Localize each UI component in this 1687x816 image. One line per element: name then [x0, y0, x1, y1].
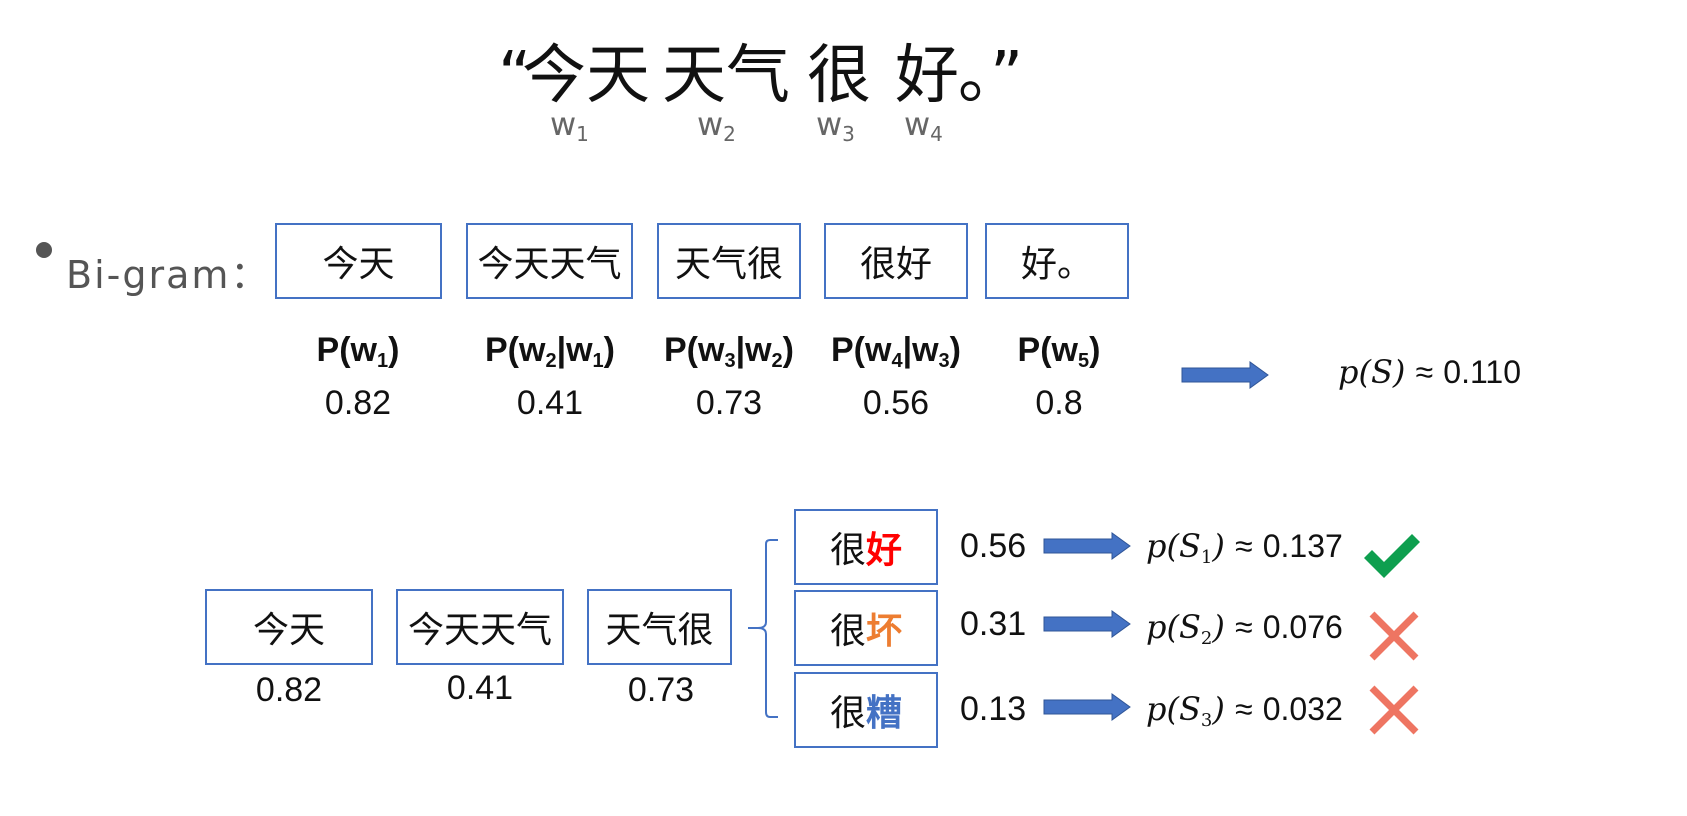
arrow-right-icon — [1181, 361, 1269, 389]
chain-box-3: 天气很 — [587, 589, 732, 665]
candidate-prob-1: 0.56 — [960, 527, 1027, 565]
candidate-box-2: 很坏 — [794, 590, 938, 666]
bigram-result: p(S) ≈ 0.110 — [1338, 353, 1521, 391]
bigram-box-5: 好。 — [985, 223, 1129, 299]
prob-value-3: 0.73 — [695, 384, 763, 422]
bigram-box-3: 天气很 — [657, 223, 801, 299]
chain-value-2: 0.41 — [446, 669, 514, 707]
sentence-word-1: 今天 — [522, 39, 650, 113]
word-label-4: w4 — [904, 105, 943, 146]
open-quote: “ — [498, 39, 532, 113]
check-icon — [1364, 534, 1420, 578]
candidate-word-2: 坏 — [866, 611, 903, 652]
bigram-box-1: 今天 — [275, 223, 442, 299]
chain-value-1: 0.82 — [255, 671, 323, 709]
bigram-box-2: 今天天气 — [466, 223, 633, 299]
arrow-right-icon — [1043, 532, 1131, 560]
prob-value-5: 0.8 — [1035, 384, 1083, 422]
candidate-result-3: p(S3) ≈ 0.032 — [1146, 690, 1343, 731]
chain-value-3: 0.73 — [627, 671, 695, 709]
sentence-word-4: 好 — [895, 39, 959, 113]
word-label-3: w3 — [816, 105, 855, 146]
candidate-box-3: 很糟 — [794, 672, 938, 748]
bullet-icon — [36, 242, 52, 258]
arrow-right-icon — [1043, 610, 1131, 638]
bigram-label: Bi-gram： — [66, 253, 271, 297]
cross-icon — [1369, 611, 1419, 661]
prob-value-2: 0.41 — [516, 384, 584, 422]
prob-label-3: P(w3|w2) — [664, 331, 794, 372]
sentence-word-2: 天气 — [662, 39, 790, 113]
bigram-box-4: 很好 — [824, 223, 968, 299]
candidate-result-1: p(S1) ≈ 0.137 — [1146, 527, 1343, 568]
word-label-2: w2 — [697, 105, 736, 146]
cross-icon — [1369, 685, 1419, 735]
candidate-word-3: 糟 — [866, 693, 903, 734]
prob-label-1: P(w1) — [316, 331, 400, 372]
prob-value-4: 0.56 — [862, 384, 930, 422]
candidate-prob-3: 0.13 — [960, 690, 1027, 728]
candidate-result-2: p(S2) ≈ 0.076 — [1146, 608, 1343, 649]
candidate-word-1: 好 — [866, 530, 903, 571]
arrow-right-icon — [1043, 693, 1131, 721]
prob-label-2: P(w2|w1) — [485, 331, 615, 372]
candidate-box-1: 很好 — [794, 509, 938, 585]
word-label-1: w1 — [550, 105, 589, 146]
chain-box-1: 今天 — [205, 589, 373, 665]
brace-icon — [748, 539, 778, 718]
chain-box-2: 今天天气 — [396, 589, 564, 665]
prob-label-4: P(w4|w3) — [831, 331, 961, 372]
prob-value-1: 0.82 — [324, 384, 392, 422]
prob-label-5: P(w5) — [1017, 331, 1101, 372]
sentence-end: 。” — [958, 39, 1024, 113]
candidate-prob-2: 0.31 — [960, 605, 1027, 643]
sentence-word-3: 很 — [807, 39, 871, 113]
